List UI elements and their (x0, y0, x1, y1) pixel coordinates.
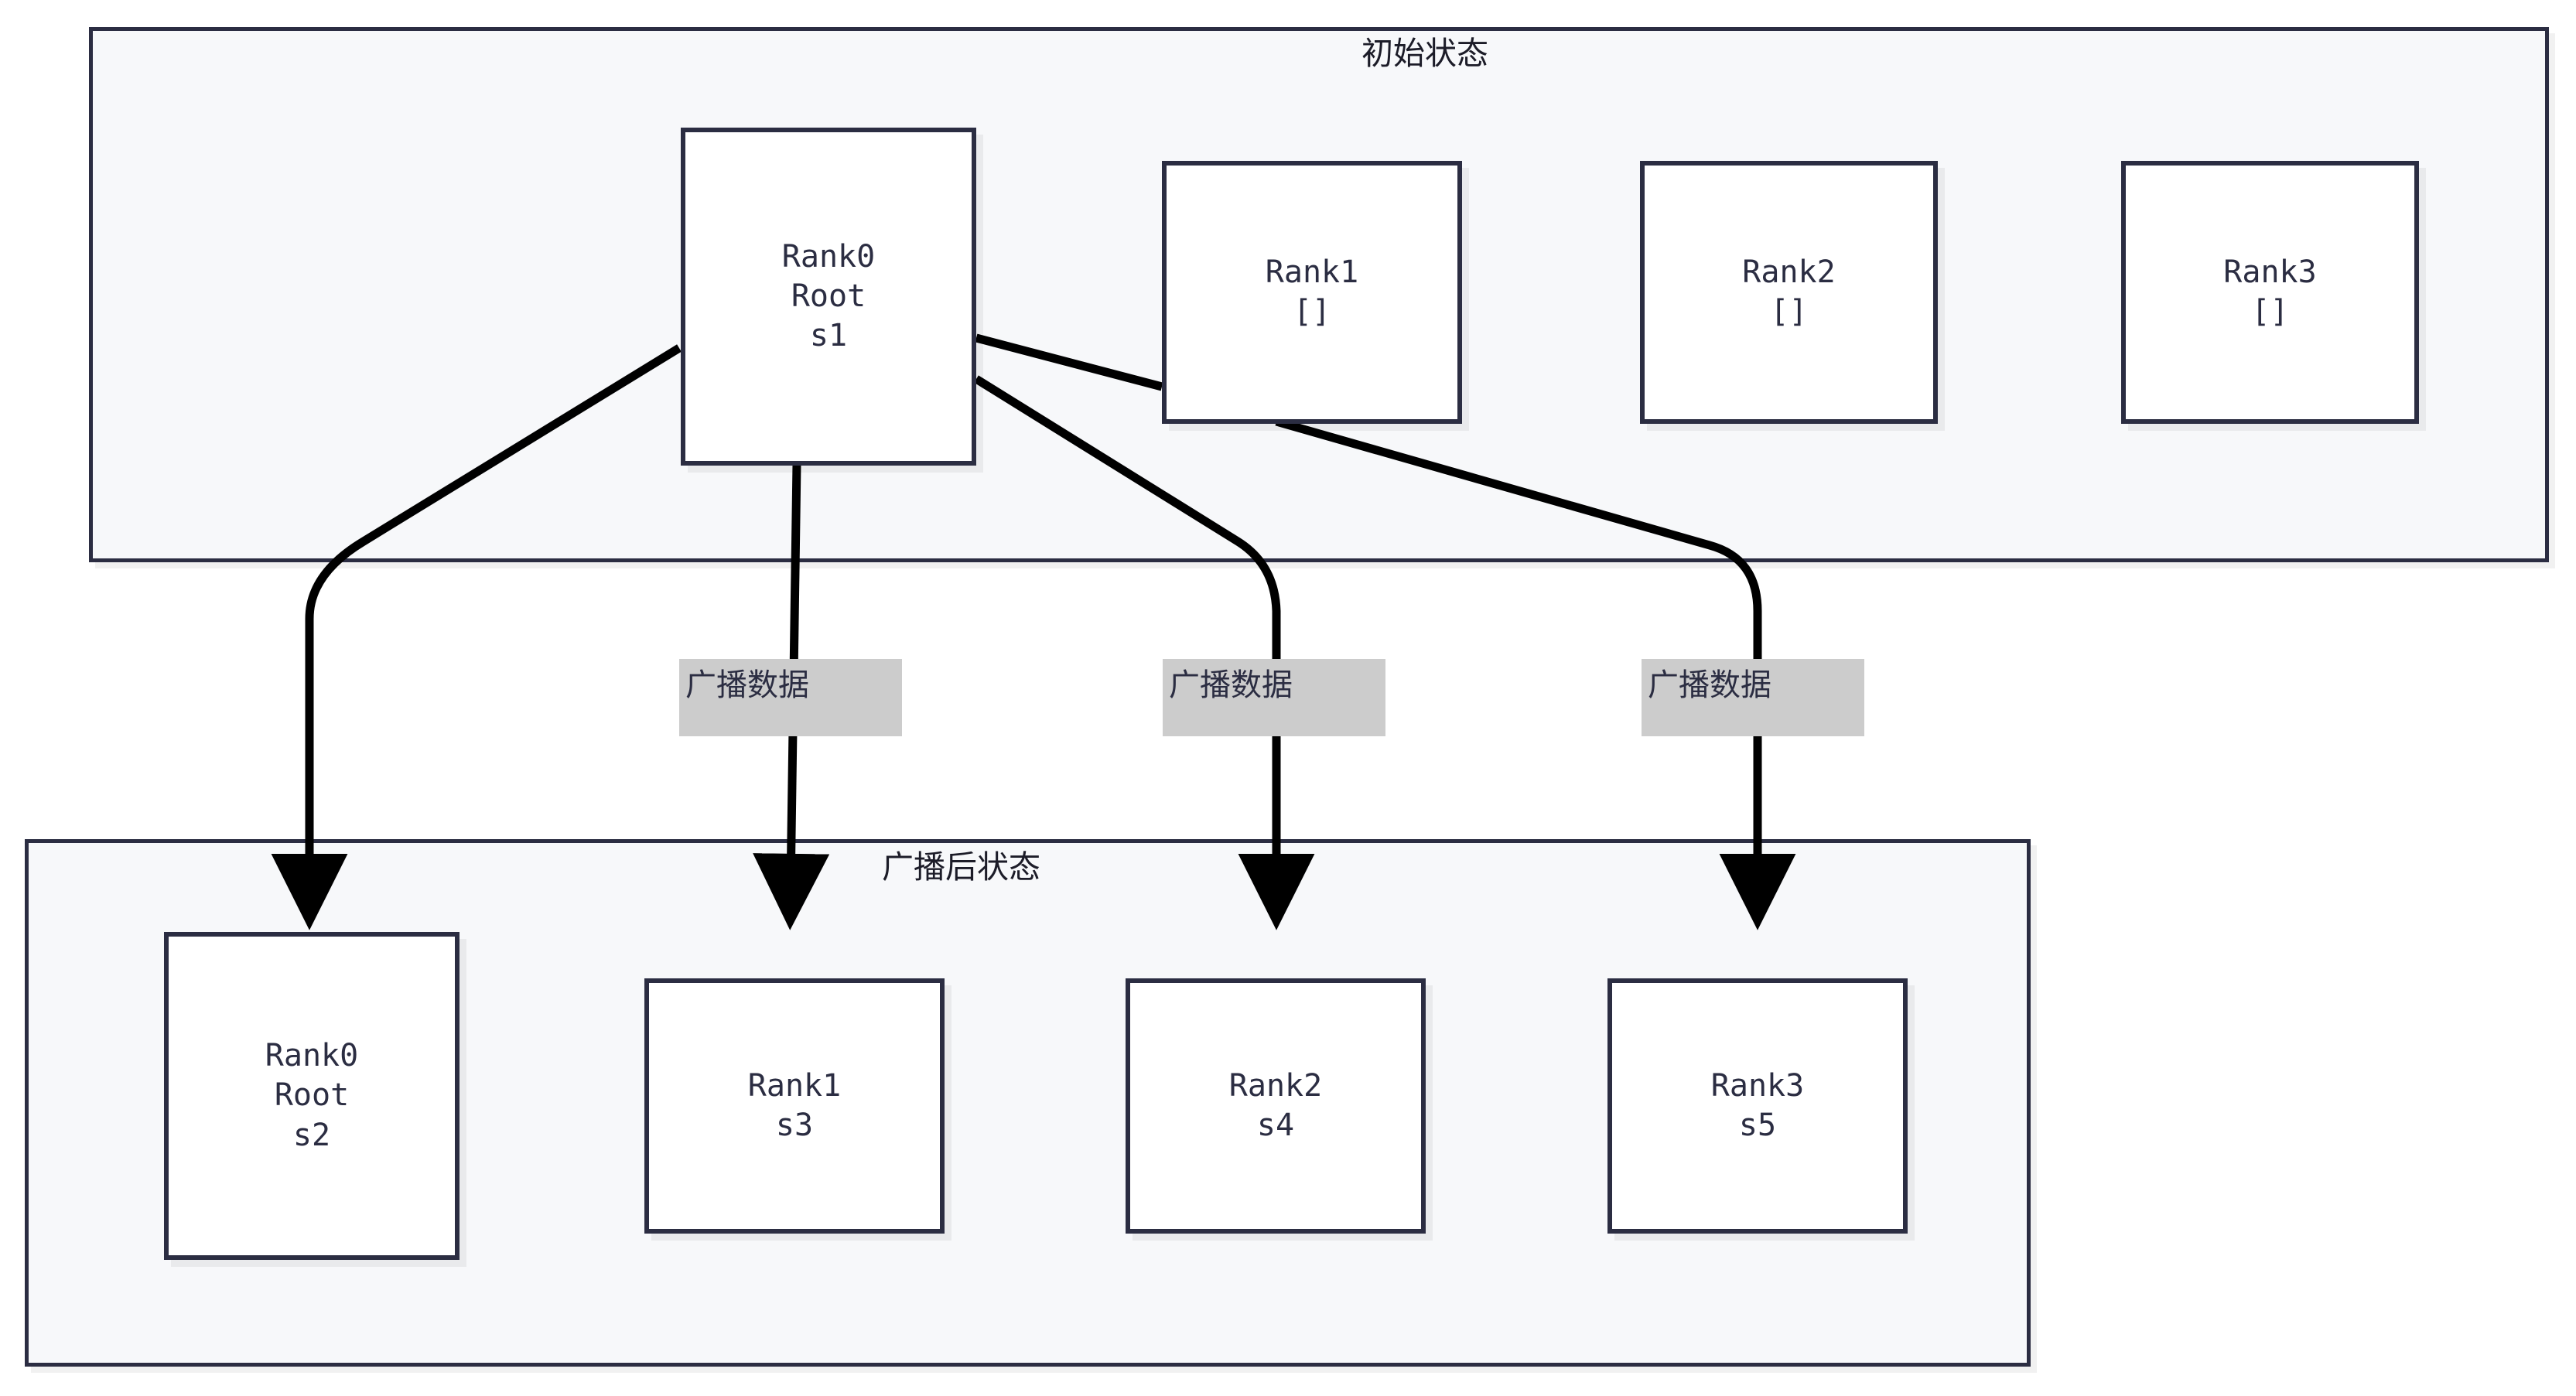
node-rank3-initial-line-1: [] (2251, 294, 2289, 329)
node-rank3-after[interactable]: Rank3 s5 (1607, 978, 1908, 1234)
node-rank3-after-line-1: s5 (1738, 1108, 1777, 1143)
node-rank2-after[interactable]: Rank2 s4 (1126, 978, 1426, 1234)
node-rank0-initial-line-0: Rank0 (781, 238, 876, 275)
node-rank0-after-line-1: Root (274, 1077, 350, 1114)
edge-label-broadcast-2: 广播数据 (1163, 659, 1385, 736)
node-rank2-initial[interactable]: Rank2 [] (1640, 161, 1938, 424)
node-rank0-initial-line-1: Root (791, 278, 866, 314)
node-rank1-initial-line-0: Rank1 (1265, 254, 1359, 290)
node-rank1-after[interactable]: Rank1 s3 (644, 978, 945, 1234)
node-rank1-after-line-0: Rank1 (747, 1067, 842, 1104)
edge-label-broadcast-1: 广播数据 (679, 659, 902, 736)
node-rank0-after-line-2: s2 (292, 1117, 331, 1153)
node-rank1-initial[interactable]: Rank1 [] (1162, 161, 1462, 424)
node-rank2-after-line-0: Rank2 (1228, 1067, 1323, 1104)
node-rank1-initial-line-1: [] (1293, 294, 1331, 329)
initial-state-title: 初始状态 (1361, 35, 1488, 72)
node-rank3-after-line-0: Rank3 (1710, 1067, 1805, 1104)
node-rank3-initial-line-0: Rank3 (2223, 254, 2317, 290)
edge-label-broadcast-3: 广播数据 (1642, 659, 1864, 736)
node-rank2-after-line-1: s4 (1256, 1108, 1295, 1143)
node-rank3-initial[interactable]: Rank3 [] (2121, 161, 2419, 424)
node-rank0-after-line-0: Rank0 (265, 1038, 359, 1074)
node-rank2-initial-line-1: [] (1770, 294, 1808, 329)
node-rank0-after[interactable]: Rank0 Root s2 (164, 932, 460, 1260)
after-broadcast-title: 广播后状态 (882, 848, 1040, 886)
node-rank0-initial[interactable]: Rank0 Root s1 (681, 128, 976, 466)
node-rank0-initial-line-2: s1 (809, 318, 848, 354)
node-rank2-initial-line-0: Rank2 (1742, 254, 1836, 290)
node-rank1-after-line-1: s3 (775, 1108, 814, 1143)
